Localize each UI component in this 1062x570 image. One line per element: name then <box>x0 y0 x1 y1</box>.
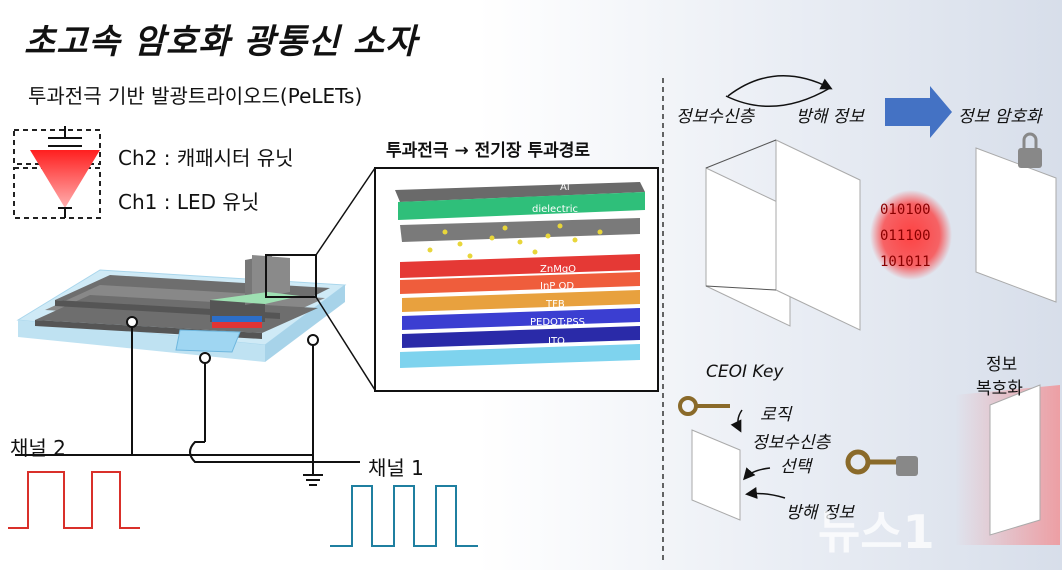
ch2-label: Ch2 : 캐패시터 유닛 <box>118 146 294 170</box>
device-unit-icon <box>13 126 101 219</box>
layer-label-inp-qd: InP QD <box>540 281 575 292</box>
encryption-graphics <box>705 75 1057 331</box>
receive-layer-label: 정보수신층 <box>676 107 755 127</box>
inset-caption: 투과전극 → 전기장 투과경로 <box>386 141 591 161</box>
binary-line-3: 101011 <box>880 254 931 270</box>
layer-stack <box>395 182 645 368</box>
ceoi-key-label: CEOI Key <box>706 362 784 382</box>
layer-label-pedot: PEDOT:PSS <box>530 317 586 328</box>
channel2-label: 채널 2 <box>10 436 66 460</box>
channel1-signal <box>330 485 478 547</box>
figure-title: 초고속 암호화 광통신 소자 <box>24 22 418 62</box>
select-label: 선택 <box>780 457 812 477</box>
decrypt-jamming-label: 방해 정보 <box>786 503 854 523</box>
figure-subtitle: 투과전극 기반 발광트라이오드(PeLETs) <box>28 84 363 108</box>
logic-label: 로직 <box>760 405 792 425</box>
layer-label-ito: ITO <box>548 336 565 347</box>
ch1-label: Ch1 : LED 유닛 <box>118 190 260 214</box>
channel2-signal <box>8 471 140 529</box>
layer-label-tfb: TFB <box>546 299 565 310</box>
layer-label-znmgo: ZnMgO <box>540 264 577 275</box>
circuit-wires <box>15 316 360 486</box>
layer-label-al-pe: Al (PE) <box>540 246 573 257</box>
decrypt-label-2: 복호화 <box>976 379 1023 399</box>
decrypt-label-1: 정보 <box>986 355 1018 375</box>
device-3d <box>16 167 376 391</box>
layer-label-dielectric: dielectric <box>532 204 579 215</box>
binary-line-1: 010100 <box>880 202 931 218</box>
news1-watermark: 뉴스1 <box>818 505 935 559</box>
encrypted-label: 정보 암호화 <box>958 107 1042 127</box>
jamming-label: 방해 정보 <box>796 107 864 127</box>
binary-line-2: 011100 <box>880 228 931 244</box>
channel1-label: 채널 1 <box>368 456 424 480</box>
receive-select-label: 정보수신층 <box>752 433 831 453</box>
decryption-graphics <box>678 384 1060 545</box>
layer-label-al: Al <box>560 182 570 193</box>
